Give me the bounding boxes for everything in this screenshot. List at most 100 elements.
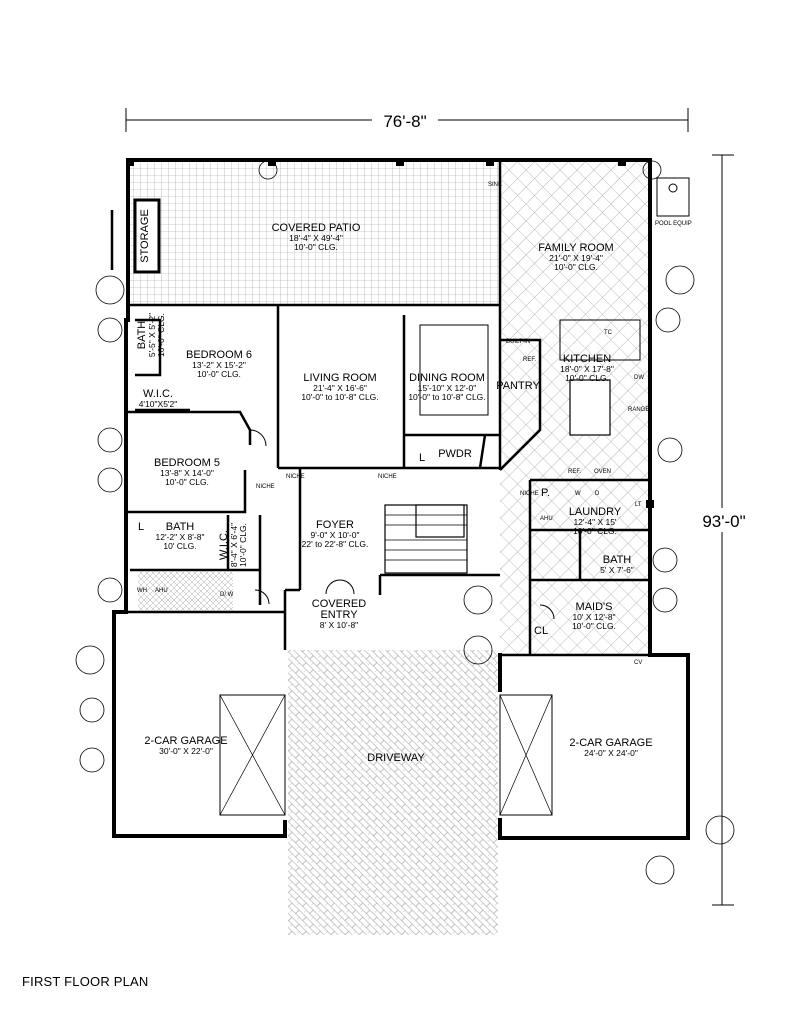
covered-patio-size: 18'-4" X 49'-4" bbox=[289, 233, 343, 243]
interior-walls bbox=[110, 160, 650, 657]
covered-patio-floor bbox=[130, 160, 500, 305]
bath-maid-name: BATH bbox=[603, 554, 632, 566]
dining-room-name: DINING ROOM bbox=[409, 372, 485, 384]
p-label: P. bbox=[541, 487, 550, 499]
wic6-name: W.I.C. bbox=[143, 388, 173, 400]
bedroom5-ceiling: 10'-0" CLG. bbox=[165, 477, 209, 487]
dining-ceiling-outline bbox=[419, 324, 489, 416]
room-bedroom-5: BEDROOM 5 13'-8" X 14'-0" 10'-0" CLG. bbox=[154, 457, 220, 487]
fixture-labels: SINK POOL EQUIP BUILT-IN REF. TC DW RANG… bbox=[137, 182, 692, 666]
staircase bbox=[384, 504, 468, 574]
room-wic-5: W.I.C. 8'-4" X 6'-4" 10'-0" CLG. bbox=[218, 523, 248, 567]
kitchen-name: KITCHEN bbox=[563, 353, 611, 365]
dryer-label: D bbox=[595, 491, 600, 497]
bath-maid-size: 5' X 7'-6" bbox=[600, 565, 634, 575]
bedroom6-name: BEDROOM 6 bbox=[186, 349, 252, 361]
laundry-name: LAUNDRY bbox=[569, 506, 622, 518]
ref2-label: REF. bbox=[568, 469, 581, 475]
built-in-label: BUILT-IN bbox=[506, 339, 530, 345]
room-garage-right: 2-CAR GARAGE 24'-0" X 24'-0" bbox=[569, 737, 652, 758]
wic5-ceiling: 10'-0" CLG. bbox=[238, 523, 248, 567]
family-room-ceiling: 10'-0" CLG. bbox=[554, 262, 598, 272]
niche-label-4: NICHE bbox=[520, 491, 539, 497]
room-wic-6: W.I.C. 4'10"X5'2" bbox=[139, 388, 178, 409]
overall-depth-label: 93'-0" bbox=[702, 512, 745, 531]
dining-room-ceiling: 10'-0" to 10'-8" CLG. bbox=[408, 392, 485, 402]
oven-label: OVEN bbox=[594, 469, 611, 475]
bedroom6-size: 13'-2" X 15'-2" bbox=[192, 360, 246, 370]
maids-ceiling: 10'-0" CLG. bbox=[572, 621, 616, 631]
kitchen-size: 18'-0" X 17'-8" bbox=[560, 364, 614, 374]
wh-label: WH bbox=[137, 588, 147, 594]
room-bedroom-6: BEDROOM 6 13'-2" X 15'-2" 10'-0" CLG. bbox=[186, 349, 252, 379]
room-foyer: FOYER 9'-0" X 10'-0" 22' to 22'-8" CLG. bbox=[302, 519, 369, 549]
family-room-name: FAMILY ROOM bbox=[538, 242, 613, 254]
maids-name: MAID'S bbox=[576, 601, 613, 613]
bath-small-ceiling: 10'-0" CLG. bbox=[156, 313, 166, 357]
wic6-size: 4'10"X5'2" bbox=[139, 399, 178, 409]
kitchen-island bbox=[559, 319, 641, 436]
garage-right-name: 2-CAR GARAGE bbox=[569, 737, 652, 749]
overall-depth-dimension: 93'-0" bbox=[694, 154, 754, 906]
overall-width-label: 76'-8" bbox=[383, 112, 426, 131]
cl-label: CL bbox=[534, 625, 548, 637]
pantry-label: PANTRY bbox=[496, 380, 540, 392]
family-room-size: 21'-0" X 19'-4" bbox=[549, 253, 603, 263]
room-bath-maid: BATH 5' X 7'-6" bbox=[600, 554, 634, 575]
pwdr-label: PWDR bbox=[438, 448, 472, 460]
storage-label: STORAGE bbox=[139, 209, 151, 263]
wic5-size: 8'-4" X 6'-4" bbox=[229, 523, 239, 567]
dw2-label: D/ W bbox=[220, 592, 234, 598]
bath-small-name: BATH bbox=[136, 321, 148, 350]
laundry-size: 12'-4" X 15' bbox=[573, 517, 616, 527]
covered-patio-ceiling: 10'-0" CLG. bbox=[294, 242, 338, 252]
overall-width-dimension: 76'-8" bbox=[125, 108, 689, 132]
foyer-size: 9'-0" X 10'-0" bbox=[311, 530, 360, 540]
bath-tile-floor bbox=[138, 572, 233, 612]
driveway-apron bbox=[340, 820, 450, 930]
living-room-ceiling: 10'-0" to 10'-8" CLG. bbox=[301, 392, 378, 402]
covered-patio-name: COVERED PATIO bbox=[272, 222, 361, 234]
bedroom5-size: 13'-8" X 14'-0" bbox=[160, 468, 214, 478]
room-bath-small: BATH 5'-5" X 5'-2" 10'-0" CLG. bbox=[136, 313, 166, 357]
garage-left-size: 30'-0" X 22'-0" bbox=[159, 746, 213, 756]
bath5-ceiling: 10' CLG. bbox=[163, 541, 196, 551]
ahu-label-1: AHU bbox=[540, 516, 553, 522]
room-bath-5: BATH 12'-2" X 8'-8" 10' CLG. bbox=[156, 521, 205, 551]
room-living-room: LIVING ROOM 21'-4" X 16'-6" 10'-0" to 10… bbox=[301, 372, 378, 402]
garage-right-size: 24'-0" X 24'-0" bbox=[584, 748, 638, 758]
foyer-ceiling: 22' to 22'-8" CLG. bbox=[302, 539, 369, 549]
landscape-shrubs bbox=[75, 160, 735, 885]
room-laundry: LAUNDRY 12'-4" X 15' 10'-0" CLG. bbox=[569, 506, 622, 536]
lt-label: LT bbox=[635, 502, 642, 508]
bedroom5-name: BEDROOM 5 bbox=[154, 457, 220, 469]
ref-label: REF. bbox=[523, 357, 536, 363]
covered-entry-name: COVERED bbox=[312, 598, 366, 610]
pool-equip-label: POOL EQUIP bbox=[655, 221, 692, 227]
driveway-label: DRIVEWAY bbox=[367, 752, 425, 764]
dining-room-size: 15'-10" X 12'-0" bbox=[418, 383, 476, 393]
bath-small-size: 5'-5" X 5'-2" bbox=[147, 313, 157, 357]
dw-label: DW bbox=[634, 375, 644, 381]
room-covered-patio: COVERED PATIO 18'-4" X 49'-4" 10'-0" CLG… bbox=[272, 222, 361, 252]
room-family-room: FAMILY ROOM 21'-0" X 19'-4" 10'-0" CLG. bbox=[538, 242, 613, 272]
garage-right-door bbox=[499, 694, 553, 816]
room-garage-left: 2-CAR GARAGE 30'-0" X 22'-0" bbox=[144, 735, 227, 756]
covered-entry-size: 8' X 10'-8" bbox=[320, 620, 358, 630]
room-kitchen: KITCHEN 18'-0" X 17'-8" 10'-0" CLG. bbox=[560, 353, 614, 383]
living-room-size: 21'-4" X 16'-6" bbox=[313, 383, 367, 393]
plan-caption: FIRST FLOOR PLAN bbox=[22, 974, 149, 989]
niche-label-1: NICHE bbox=[286, 474, 305, 480]
ahu-label-2: AHU bbox=[155, 588, 168, 594]
garage-left-name: 2-CAR GARAGE bbox=[144, 735, 227, 747]
l-label-2: L bbox=[138, 521, 144, 533]
bedroom6-ceiling: 10'-0" CLG. bbox=[197, 369, 241, 379]
garage-left-door bbox=[219, 694, 286, 816]
covered-entry-name2: ENTRY bbox=[320, 609, 358, 621]
foyer-name: FOYER bbox=[316, 519, 354, 531]
bath5-name: BATH bbox=[166, 521, 195, 533]
living-room-name: LIVING ROOM bbox=[303, 372, 376, 384]
niche-label-3: NICHE bbox=[256, 484, 275, 490]
room-maids: MAID'S 10' X 12'-8" 10'-0" CLG. bbox=[572, 601, 616, 631]
